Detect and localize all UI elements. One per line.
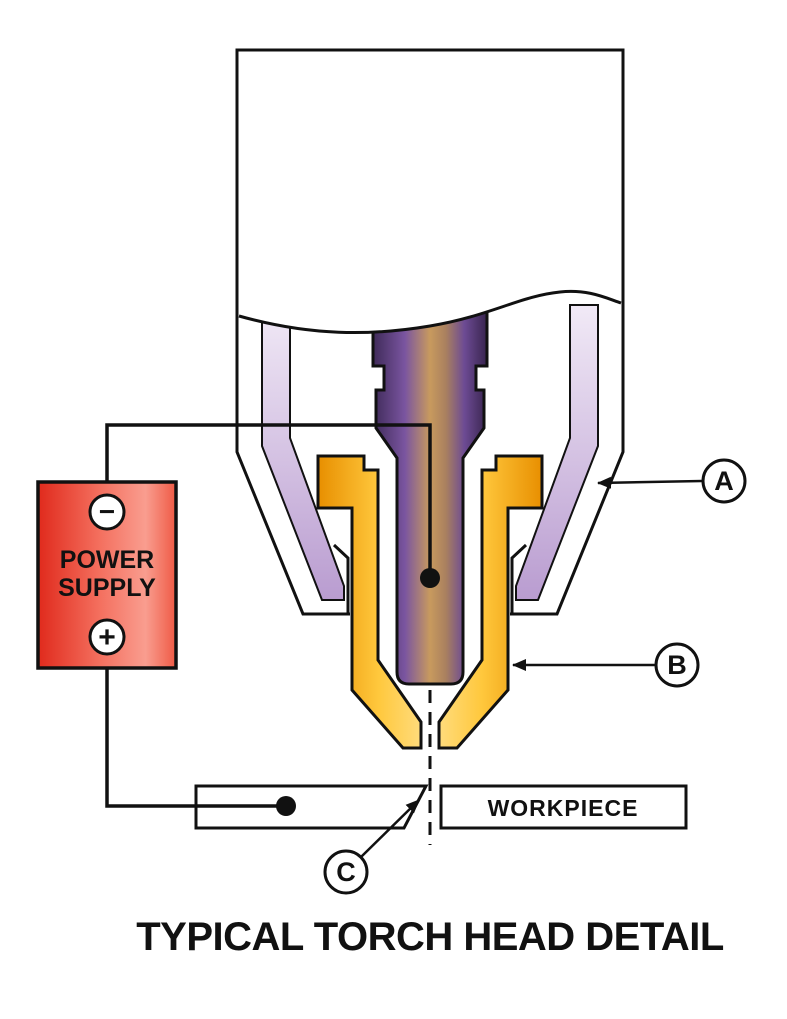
- workpiece-right-plate: [439, 784, 688, 830]
- nozzle-right: [437, 454, 544, 750]
- callout-c: C: [323, 799, 420, 895]
- cup-step-right: [510, 543, 528, 614]
- wire-electrode: [105, 423, 432, 570]
- workpiece: WORKPIECE: [194, 784, 688, 830]
- wire-workpiece: [105, 668, 284, 808]
- nozzle-left: [316, 454, 423, 750]
- power-supply: − POWER SUPPLY +: [36, 480, 178, 670]
- positive-terminal-symbol: +: [98, 621, 116, 654]
- callout-b-letter: B: [667, 650, 687, 680]
- circuit-wires: [105, 423, 440, 816]
- callout-a-leader: [597, 476, 703, 489]
- workpiece-contact-dot: [276, 796, 296, 816]
- electrode-contact-dot: [420, 568, 440, 588]
- negative-terminal-icon: [88, 493, 126, 531]
- callout-a: A: [597, 458, 747, 504]
- workpiece-left-plate: [194, 784, 429, 830]
- torch-assembly: [235, 48, 625, 750]
- shield-lining-right: [515, 304, 599, 601]
- body-interior-mask: [239, 52, 621, 333]
- callout-b: B: [512, 642, 700, 688]
- negative-terminal-symbol: −: [99, 496, 115, 527]
- callout-c-letter: C: [336, 857, 356, 887]
- positive-terminal-icon: [88, 618, 126, 656]
- callout-a-circle: [701, 458, 747, 504]
- callout-c-circle: [323, 849, 369, 895]
- cup-step-left: [332, 543, 350, 614]
- callout-b-circle: [654, 642, 700, 688]
- power-supply-label-line1: POWER: [60, 546, 154, 574]
- callout-a-letter: A: [714, 466, 734, 496]
- body-break-line: [238, 289, 622, 335]
- power-supply-label-line2: SUPPLY: [58, 574, 156, 602]
- diagram-title: TYPICAL TORCH HEAD DETAIL: [136, 915, 724, 959]
- workpiece-label: WORKPIECE: [488, 795, 639, 821]
- callout-c-leader: [360, 799, 420, 858]
